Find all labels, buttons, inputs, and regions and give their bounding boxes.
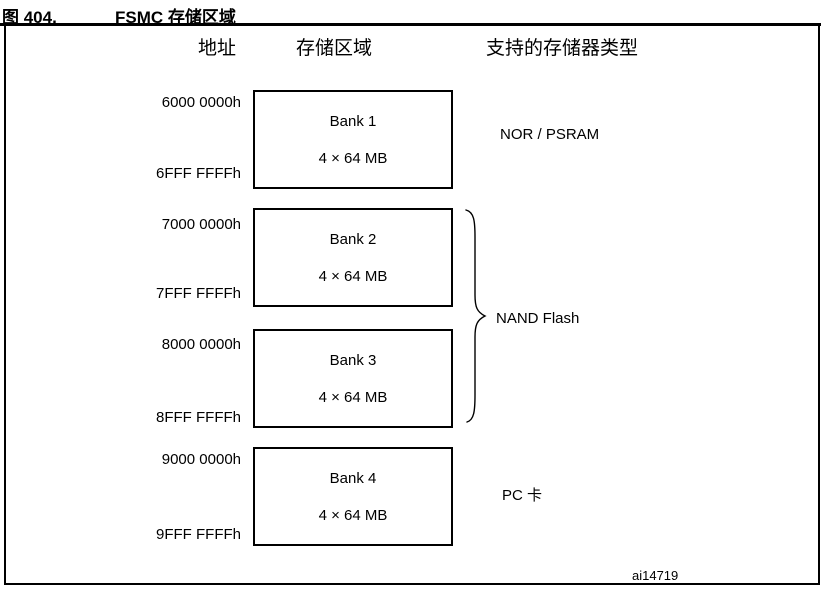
bank3-name: Bank 3 [329,351,377,369]
bank1-start-address: 6000 0000h [161,94,241,111]
bank2-start-address: 7000 0000h [161,216,241,233]
column-header-address: 地址 [197,38,236,59]
bank3-start-address: 8000 0000h [161,336,241,353]
bank1-end-address: 6FFF FFFFh [156,165,241,182]
bank2-name: Bank 2 [329,230,377,248]
bank3-size: 4 × 64 MB [318,388,388,406]
bank2-box: Bank 2 4 × 64 MB [253,208,453,307]
memory-type-nor-psram: NOR / PSRAM [500,126,600,143]
bank3-box: Bank 3 4 × 64 MB [253,329,453,428]
bank4-start-address: 9000 0000h [161,451,241,468]
memory-type-nand-flash: NAND Flash [496,310,580,327]
bank4-name: Bank 4 [329,469,377,487]
nand-group-brace [465,209,487,423]
bank1-name: Bank 1 [329,112,377,130]
bank2-end-address: 7FFF FFFFh [156,285,241,302]
bank1-size: 4 × 64 MB [318,149,388,167]
figure-number: 图 404. [2,8,57,27]
bank4-size: 4 × 64 MB [318,506,388,524]
bank1-box: Bank 1 4 × 64 MB [253,90,453,189]
memory-type-pc-card: PC 卡 [502,487,543,504]
column-header-region: 存储区域 [295,38,372,59]
art-reference: ai14719 [632,568,679,583]
bank4-end-address: 9FFF FFFFh [156,526,241,543]
bank2-size: 4 × 64 MB [318,267,388,285]
figure-frame [4,23,820,585]
bank3-end-address: 8FFF FFFFh [156,409,241,426]
column-header-memory-type: 支持的存储器类型 [485,38,638,59]
bank4-box: Bank 4 4 × 64 MB [253,447,453,546]
figure-title: FSMC 存储区域 [115,8,236,27]
